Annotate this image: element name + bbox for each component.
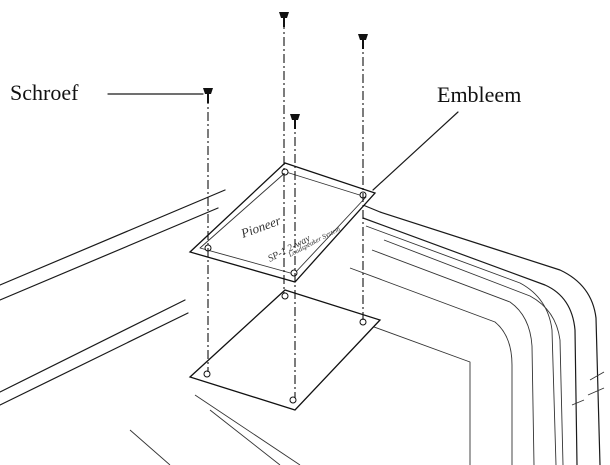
recess-hole-front	[289, 396, 297, 404]
mounting-recess	[188, 289, 382, 411]
emblem-plate: Pioneer SP-1 2-way Loudspeaker System	[188, 162, 377, 283]
screw-icon	[279, 12, 289, 27]
screw-icon	[290, 114, 300, 129]
emblem-hole-back	[281, 168, 289, 176]
screws	[203, 12, 368, 129]
alignment-lines	[207, 20, 364, 398]
screw-icon	[203, 88, 213, 103]
emblem-leader-line	[372, 111, 459, 191]
recess-hole-left	[203, 370, 211, 378]
emblem-label: Embleem	[437, 82, 521, 107]
emblem-hole-front	[290, 269, 298, 277]
screw-icon	[358, 34, 368, 49]
screw-label: Schroef	[10, 80, 79, 105]
recess-hole-back	[281, 292, 289, 300]
